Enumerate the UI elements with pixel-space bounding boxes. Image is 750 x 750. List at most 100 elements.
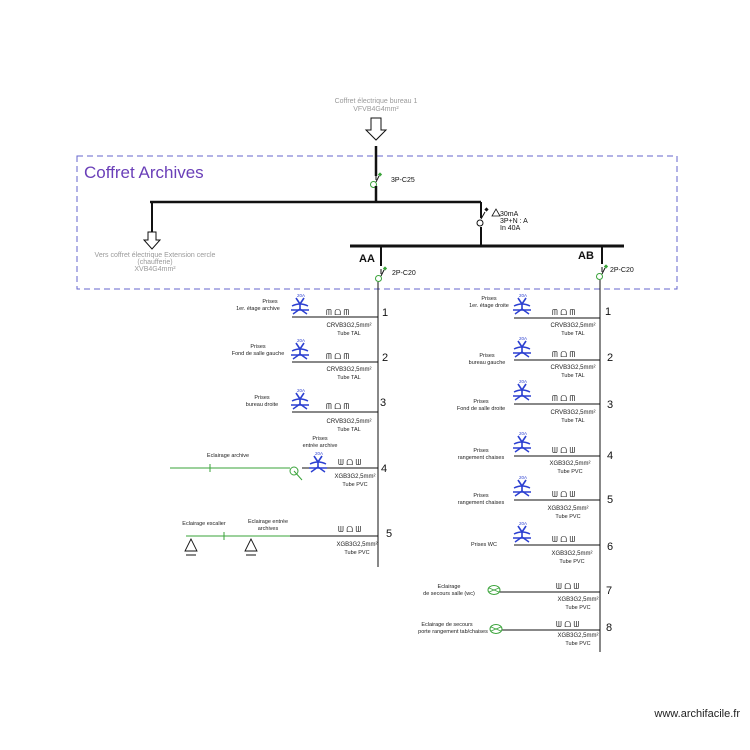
ab-2-tube: Tube TAL (561, 373, 584, 379)
ab-circuit-7: ᗯ ᗝ ᗯ Eclairage de secours salle (wc) XG… (423, 582, 612, 611)
aa-1-tube: Tube TAL (337, 331, 360, 337)
ab-3-cable: CRVB3G2,5mm² (551, 410, 596, 416)
aa-1-desc2: 1er. étage archive (236, 306, 280, 312)
ab-1-desc1: Prises (481, 296, 497, 302)
socket-icon (290, 342, 310, 360)
aa-4-amp: 20A (315, 451, 323, 456)
source-title: Coffret électrique bureau 1 (335, 98, 418, 105)
ab-8-symbols: ᗯ ᗝ ᗯ (556, 620, 580, 629)
ab-circuit-3: 20A ᗰ ᗝ ᗰ Prises Fond de salle droite CR… (457, 379, 613, 424)
aa-5-cable: XGB3G2,5mm² (336, 542, 377, 548)
aa-4-lighting: Eclairage archive (207, 453, 249, 459)
socket-icon (512, 297, 532, 315)
ab-5-cable: XGB3G2,5mm² (547, 506, 588, 512)
ab-5-tube: Tube PVC (555, 514, 580, 520)
ab-circuit-1: 20A ᗰ ᗝ ᗰ Prises 1er. étage droite CRVB3… (469, 293, 611, 337)
supply-arrow-icon (364, 117, 388, 141)
ab-circuit-6: 20A ᗯ ᗝ ᗯ Prises WC XGB3G2,5mm² Tube PVC… (471, 521, 613, 565)
ab-5-amp: 20A (519, 475, 527, 480)
bus-ab-label: AB (578, 250, 594, 262)
aa-5-tube: Tube PVC (344, 550, 369, 556)
aa-4-desc1: Prises (312, 436, 328, 442)
ab-5-desc1: Prises (473, 493, 489, 499)
aa-circuit-1: 20A ᗰ ᗝ ᗰ Prises 1er. étage archive CRVB… (236, 293, 388, 337)
ab-2-symbols: ᗰ ᗝ ᗰ (552, 350, 576, 359)
aa-1-amp: 20A (297, 293, 305, 298)
aa-5-symbols: ᗯ ᗝ ᗯ (338, 525, 362, 534)
ab-8-cable: XGB3G2,5mm² (557, 633, 598, 639)
ab-4-desc1: Prises (473, 448, 489, 454)
ab-6-desc1: Prises WC (471, 542, 497, 548)
aa-5-lighting2-1: Eclairage entrée (248, 519, 288, 525)
aa-2-num: 2 (382, 352, 388, 364)
aa-4-num: 4 (381, 463, 387, 475)
aa-2-cable: CRVB3G2,5mm² (327, 367, 372, 373)
ab-1-desc2: 1er. étage droite (469, 303, 509, 309)
extension-sub: (chaufferie) (137, 259, 172, 266)
aa-1-num: 1 (382, 307, 388, 319)
differential-rating: In 40A (500, 225, 521, 232)
aa-3-desc2: bureau droite (246, 402, 278, 408)
ab-4-symbols: ᗯ ᗝ ᗯ (552, 446, 576, 455)
ab-2-num: 2 (607, 352, 613, 364)
aa-3-cable: CRVB3G2,5mm² (327, 419, 372, 425)
aa-3-desc1: Prises (254, 395, 270, 401)
aa-1-desc1: Prises (262, 299, 278, 305)
escalier-lamp-icon (184, 537, 198, 556)
ab-5-desc2: rangement chaises (458, 500, 505, 506)
socket-icon (512, 479, 532, 497)
socket-icon (512, 383, 532, 401)
panel-title: Coffret Archives (84, 163, 204, 182)
extension-arrow-icon (142, 231, 162, 250)
ab-7-cable: XGB3G2,5mm² (557, 597, 598, 603)
aa-circuit-2: 20A ᗰ ᗝ ᗰ Prises Fond de salle gauche CR… (232, 338, 388, 381)
aa-3-symbols: ᗰ ᗝ ᗰ (326, 402, 350, 411)
socket-icon (512, 525, 532, 543)
ab-7-tube: Tube PVC (565, 605, 590, 611)
watermark[interactable]: www.archifacile.fr (653, 708, 740, 720)
aa-2-desc2: Fond de salle gauche (232, 351, 285, 357)
bus-ab-breaker-icon (596, 263, 609, 280)
bus-aa-breaker-label: 2P-C20 (392, 270, 416, 277)
ab-4-amp: 20A (519, 431, 527, 436)
aa-circuit-4: 20A ᗯ ᗝ ᗯ Prises entrée archive Eclairag… (170, 436, 387, 488)
ab-7-desc2: de secours salle (wc) (423, 591, 475, 597)
ab-4-tube: Tube PVC (557, 469, 582, 475)
aa-2-symbols: ᗰ ᗝ ᗰ (326, 352, 350, 361)
ab-6-cable: XGB3G2,5mm² (551, 551, 592, 557)
ab-3-desc1: Prises (473, 399, 489, 405)
aa-2-amp: 20A (297, 338, 305, 343)
ab-1-num: 1 (605, 306, 611, 318)
ab-3-tube: Tube TAL (561, 418, 584, 424)
differential-type: 3P+N : A (500, 218, 528, 225)
ab-circuit-4: 20A ᗯ ᗝ ᗯ Prises rangement chaises XGB3G… (458, 431, 613, 475)
ab-4-num: 4 (607, 450, 613, 462)
ab-2-amp: 20A (519, 336, 527, 341)
aa-2-desc1: Prises (250, 344, 266, 350)
aa-5-num: 5 (386, 528, 392, 540)
source-cable: VFVB4G4mm² (353, 106, 399, 113)
aa-4-cable: XGB3G2,5mm² (334, 474, 375, 480)
aa-3-num: 3 (380, 397, 386, 409)
bus-ab-breaker-label: 2P-C20 (610, 267, 634, 274)
main-breaker-label: 3P-C25 (391, 177, 415, 184)
ab-1-symbols: ᗰ ᗝ ᗰ (552, 308, 576, 317)
ab-7-symbols: ᗯ ᗝ ᗯ (556, 582, 580, 591)
extension-label: Vers coffret électrique Extension cercle (95, 252, 216, 259)
aa-3-tube: Tube TAL (337, 427, 360, 433)
ab-1-tube: Tube TAL (561, 331, 584, 337)
ab-8-tube: Tube PVC (565, 641, 590, 647)
aa-5-lighting2-2: archives (258, 526, 279, 532)
aa-4-symbols: ᗯ ᗝ ᗯ (338, 458, 362, 467)
ab-6-symbols: ᗯ ᗝ ᗯ (552, 535, 576, 544)
aa-5-lighting1: Eclairage escalier (182, 521, 226, 527)
bus-aa-label: AA (359, 253, 375, 265)
differential-sensitivity: 30mA (500, 211, 519, 218)
socket-icon (290, 297, 310, 315)
ab-1-cable: CRVB3G2,5mm² (551, 323, 596, 329)
ab-6-amp: 20A (519, 521, 527, 526)
ab-7-desc1: Eclairage (438, 584, 461, 590)
ab-circuit-2: 20A ᗰ ᗝ ᗰ Prises bureau gauche CRVB3G2,5… (469, 336, 613, 379)
ab-3-symbols: ᗰ ᗝ ᗰ (552, 394, 576, 403)
